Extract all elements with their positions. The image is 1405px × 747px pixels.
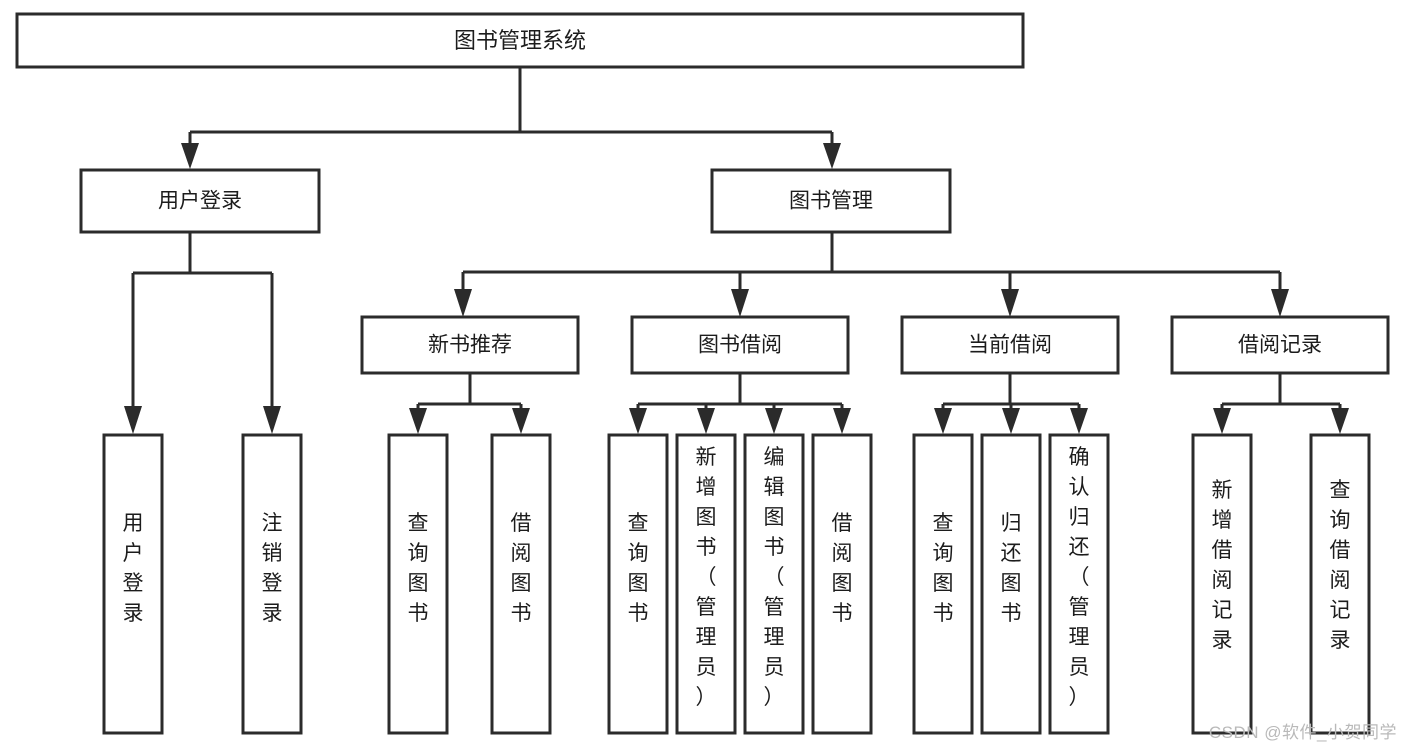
node-book-borrow[interactable]: 图书借阅 xyxy=(630,315,850,375)
leaf-query-book-1-label: 查询图书 xyxy=(408,512,429,625)
arrow-head-leaf-user-login xyxy=(124,406,142,434)
leaf-logout-login[interactable]: 注销登录 xyxy=(241,433,303,735)
arrow-head-leaf-query-record xyxy=(1331,408,1349,434)
arrow-head-leaf-confirm-return xyxy=(1070,408,1088,434)
node-user-login-box[interactable] xyxy=(79,168,321,234)
node-borrow-record-label: 借阅记录 xyxy=(1238,334,1322,357)
arrow-head-leaf-borrow-book-2 xyxy=(833,408,851,434)
node-root[interactable]: 图书管理系统 xyxy=(15,12,1025,69)
leaf-add-book-box[interactable] xyxy=(675,433,737,735)
node-borrow-record[interactable]: 借阅记录 xyxy=(1170,315,1390,375)
arrow-head-book-management xyxy=(823,143,841,169)
arrow-head-leaf-edit-book xyxy=(765,408,783,434)
leaf-borrow-book-1-box[interactable] xyxy=(490,433,552,735)
arrow-head-leaf-query-book-3 xyxy=(934,408,952,434)
node-current-borrow-label: 当前借阅 xyxy=(968,334,1052,357)
connector-layer xyxy=(124,67,1349,434)
leaf-borrow-book-2[interactable]: 借阅图书 xyxy=(811,433,873,735)
node-root-box[interactable] xyxy=(15,12,1025,69)
leaf-add-record-label: 新增借阅记录 xyxy=(1212,479,1233,652)
arrow-head-leaf-add-book xyxy=(697,408,715,434)
leaf-user-login[interactable]: 用户登录 xyxy=(102,433,164,735)
arrow-head-user-login xyxy=(181,143,199,169)
arrow-head-leaf-borrow-book-1 xyxy=(512,408,530,434)
leaf-query-record-box[interactable] xyxy=(1309,433,1371,735)
leaf-return-book[interactable]: 归还图书 xyxy=(980,433,1042,735)
leaf-add-record-box[interactable] xyxy=(1191,433,1253,735)
leaf-edit-book-box[interactable] xyxy=(743,433,805,735)
node-book-borrow-label: 图书借阅 xyxy=(698,334,782,357)
leaf-user-login-box[interactable] xyxy=(102,433,164,735)
leaf-query-record-label: 查询借阅记录 xyxy=(1330,479,1351,652)
leaf-borrow-book-1[interactable]: 借阅图书 xyxy=(490,433,552,735)
arrow-head-leaf-return-book xyxy=(1002,408,1020,434)
node-book-management-label: 图书管理 xyxy=(789,190,873,213)
leaf-edit-book-label: 编辑图书（管理员） xyxy=(764,446,785,709)
arrow-head-borrow-record xyxy=(1271,289,1289,317)
leaf-confirm-return[interactable]: 确认归还（管理员） xyxy=(1048,433,1110,735)
csdn-watermark: CSDN @软件_小贺同学 xyxy=(1208,723,1397,742)
leaf-confirm-return-box[interactable] xyxy=(1048,433,1110,735)
node-user-login-label: 用户登录 xyxy=(158,190,242,213)
leaf-query-book-2-box[interactable] xyxy=(607,433,669,735)
arrow-head-leaf-add-record xyxy=(1213,408,1231,434)
leaf-query-book-1[interactable]: 查询图书 xyxy=(387,433,449,735)
node-root-label: 图书管理系统 xyxy=(454,28,586,53)
node-new-book-recommend[interactable]: 新书推荐 xyxy=(360,315,580,375)
leaf-return-book-box[interactable] xyxy=(980,433,1042,735)
node-book-borrow-box[interactable] xyxy=(630,315,850,375)
node-new-book-recommend-label: 新书推荐 xyxy=(428,334,512,357)
leaf-query-book-2-label: 查询图书 xyxy=(628,512,649,625)
leaf-query-book-2[interactable]: 查询图书 xyxy=(607,433,669,735)
leaf-return-book-label: 归还图书 xyxy=(1001,512,1022,625)
node-new-book-recommend-box[interactable] xyxy=(360,315,580,375)
node-book-management-box[interactable] xyxy=(710,168,952,234)
arrow-head-book-borrow xyxy=(731,289,749,317)
arrow-head-leaf-query-book-1 xyxy=(409,408,427,434)
leaf-query-book-3-box[interactable] xyxy=(912,433,974,735)
node-book-management[interactable]: 图书管理 xyxy=(710,168,952,234)
leaf-borrow-book-2-label: 借阅图书 xyxy=(832,512,853,625)
node-borrow-record-box[interactable] xyxy=(1170,315,1390,375)
arrow-head-leaf-logout-login xyxy=(263,406,281,434)
leaf-query-record[interactable]: 查询借阅记录 xyxy=(1309,433,1371,735)
arrow-head-current-borrow xyxy=(1001,289,1019,317)
leaf-borrow-book-2-box[interactable] xyxy=(811,433,873,735)
leaf-edit-book[interactable]: 编辑图书（管理员） xyxy=(743,433,805,735)
arrow-head-leaf-query-book-2 xyxy=(629,408,647,434)
leaf-add-book-label: 新增图书（管理员） xyxy=(696,446,717,709)
leaf-confirm-return-label: 确认归还（管理员） xyxy=(1069,446,1090,709)
leaf-query-book-3[interactable]: 查询图书 xyxy=(912,433,974,735)
leaf-logout-login-box[interactable] xyxy=(241,433,303,735)
leaf-add-book[interactable]: 新增图书（管理员） xyxy=(675,433,737,735)
leaf-query-book-1-box[interactable] xyxy=(387,433,449,735)
leaf-add-record[interactable]: 新增借阅记录 xyxy=(1191,433,1253,735)
node-user-login[interactable]: 用户登录 xyxy=(79,168,321,234)
node-current-borrow-box[interactable] xyxy=(900,315,1120,375)
leaf-query-book-3-label: 查询图书 xyxy=(933,512,954,625)
leaf-logout-login-label: 注销登录 xyxy=(262,512,283,625)
leaf-user-login-label: 用户登录 xyxy=(123,512,144,625)
node-current-borrow[interactable]: 当前借阅 xyxy=(900,315,1120,375)
leaf-borrow-book-1-label: 借阅图书 xyxy=(511,512,532,625)
arrow-head-new-book-recommend xyxy=(454,289,472,317)
